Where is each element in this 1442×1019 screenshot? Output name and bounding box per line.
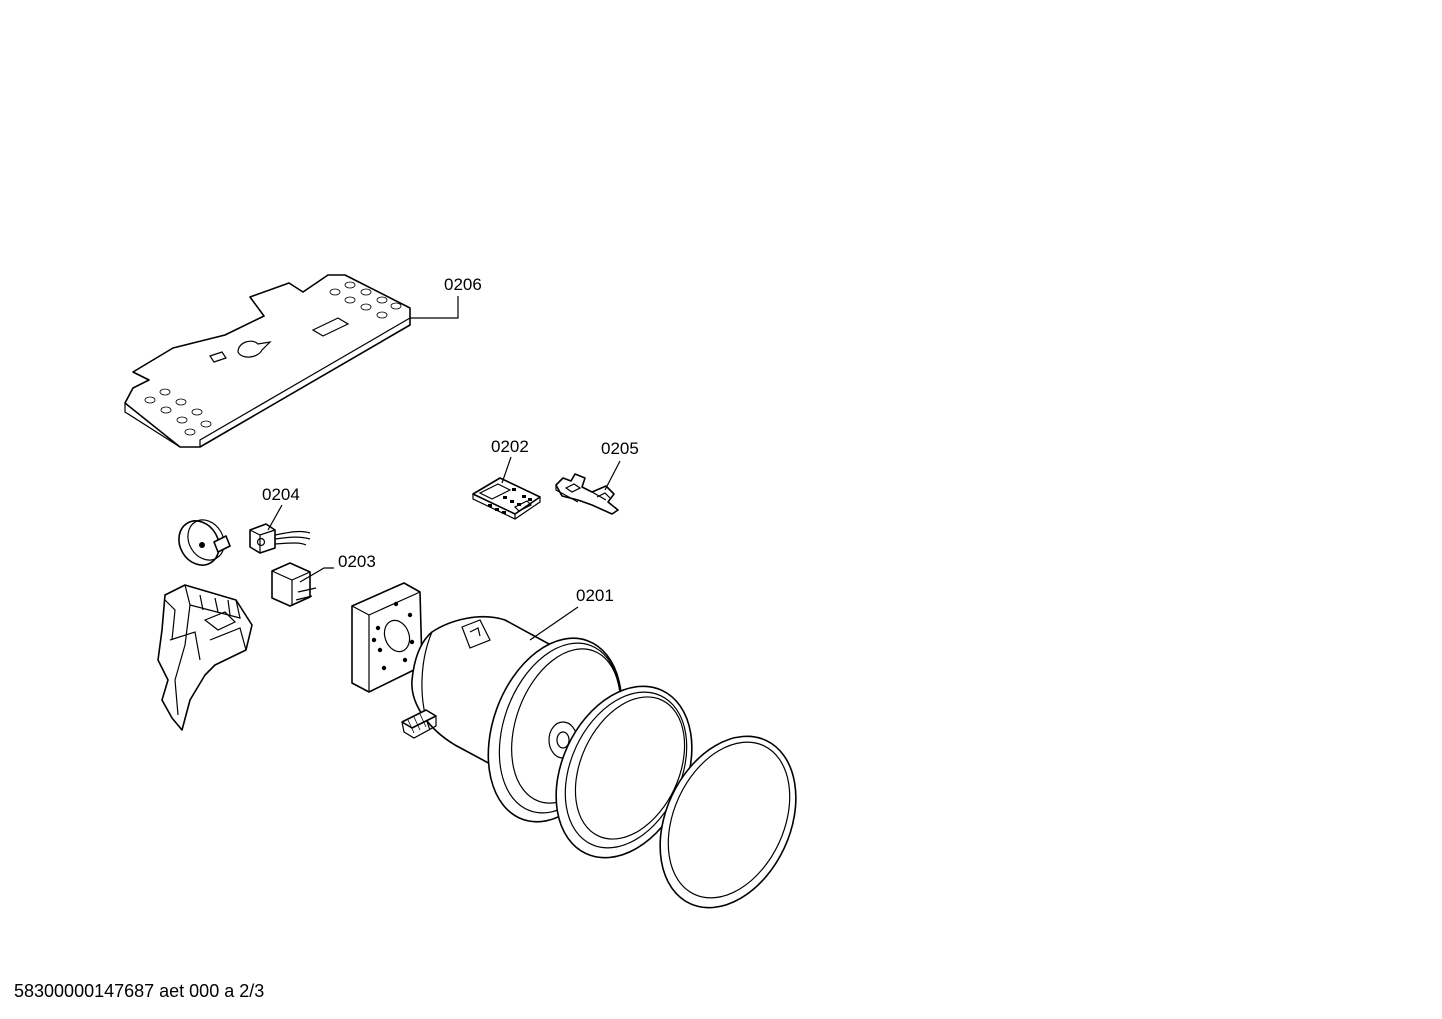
label-0203: 0203 (338, 552, 376, 571)
part-0204-capacitor (249, 523, 311, 554)
label-0204: 0204 (262, 485, 300, 504)
label-0201: 0201 (576, 586, 614, 605)
part-dial-disc (178, 519, 231, 566)
part-motor-mount-plate (351, 582, 423, 693)
part-switch-housing (157, 584, 253, 731)
label-0205: 0205 (601, 439, 639, 458)
leader-0202 (501, 456, 512, 484)
leader-0205 (604, 460, 621, 491)
leader-0204 (267, 504, 283, 531)
part-0206-mounting-plate (124, 274, 411, 448)
part-outer-ring (659, 735, 797, 909)
label-0206: 0206 (444, 275, 482, 294)
part-0205-sensor-bracket (555, 473, 619, 515)
leader-0201 (529, 606, 579, 641)
label-0202: 0202 (491, 437, 529, 456)
leader-0206 (410, 296, 459, 319)
part-0202-circuit-board (472, 477, 541, 520)
document-footer-id: 58300000147687 aet 000 a 2/3 (14, 981, 265, 1001)
leader-0203 (299, 567, 334, 583)
part-0203-relay (271, 562, 317, 607)
